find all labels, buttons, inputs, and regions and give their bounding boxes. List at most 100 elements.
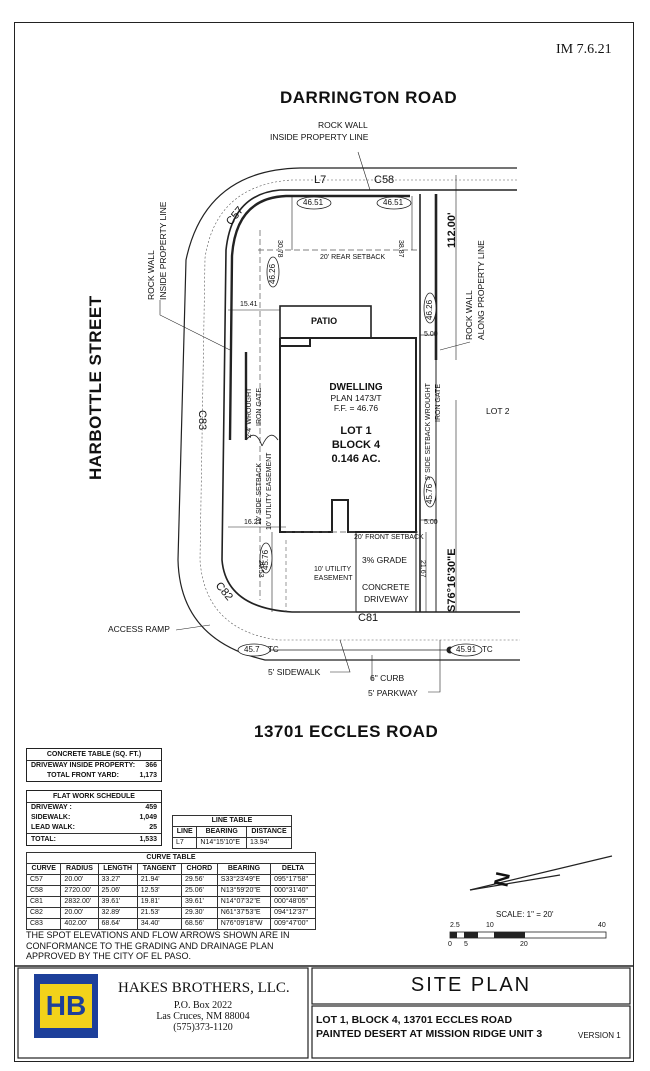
curve-cell: 2720.00' [60, 885, 99, 897]
rock-wall-top-label: ROCK WALL [318, 120, 368, 130]
drawing-border [14, 22, 634, 1062]
sheet-subtitle-line2: PAINTED DESERT AT MISSION RIDGE UNIT 3 [316, 1028, 543, 1040]
curve-cell: 25.06' [97, 885, 138, 897]
curve-cell: N14°07'32"E [216, 896, 272, 908]
line-table-title: LINE TABLE [172, 815, 292, 827]
utility-easement-line1: 10' UTILITY [314, 566, 352, 573]
curve-cell: S33°23'49"E [216, 874, 272, 886]
flat-work-label: SIDEWALK: [31, 814, 71, 821]
side-setback-right-label: 5' SIDE SETBACK [425, 421, 432, 480]
dim-38-87: 38.87 [397, 240, 404, 258]
curve-cell: 000°31'40" [270, 885, 316, 897]
dim-16-27: 16.27 [244, 519, 262, 526]
drainage-note: THE SPOT ELEVATIONS AND FLOW ARROWS SHOW… [26, 930, 290, 962]
scale-tick-bottom: 0 [448, 941, 452, 948]
label-c83: C83 [196, 410, 208, 431]
tc-left-value: 45.7 [244, 645, 260, 654]
rock-wall-top-line1: ROCK WALL [318, 120, 368, 130]
access-ramp-label: ACCESS RAMP [108, 624, 170, 634]
curve-table-header: TANGENT [136, 863, 182, 875]
drainage-note-line2: CONFORMANCE TO THE GRADING AND DRAINAGE … [26, 940, 274, 951]
wrought-gate-right-line1: WROUGHT [425, 383, 432, 420]
flat-work-row: DRIVEWAY : 459 [27, 803, 161, 813]
elevation-46-26-b: 46.26 [425, 299, 434, 320]
scale-tick-bottom: 20 [520, 941, 528, 948]
version-label: VERSION 1 [578, 1031, 621, 1040]
road-label-south: 13701 ECCLES ROAD [254, 722, 439, 741]
line-table-cell: L7 [171, 837, 198, 849]
parkway-label: 5' PARKWAY [368, 688, 418, 698]
curve-cell: 009°47'00" [270, 918, 316, 930]
line-table-header: DISTANCE [246, 826, 292, 838]
dim-30-78: 30.78 [276, 240, 283, 258]
scale-tick-bottom: 5 [464, 941, 468, 948]
utility-easement-left-label: 10' UTILITY EASEMENT [266, 452, 273, 530]
line-table-cell: 13.94' [246, 837, 292, 849]
curve-cell: 29.30' [180, 907, 218, 919]
curve-cell: 25.06' [180, 885, 218, 897]
rock-wall-right-line1: ROCK WALL [464, 290, 474, 340]
flat-work-row: SIDEWALK: 1,049 [27, 813, 161, 823]
company-name: HAKES BROTHERS, LLC. [118, 980, 290, 996]
lot-number: LOT 1 [340, 425, 372, 437]
curve-table-row: C57 20.00' 33.27' 21.94' 29.56' S33°23'4… [25, 874, 316, 886]
concrete-row: TOTAL FRONT YARD: 1,173 [27, 771, 161, 781]
curve-table-header: DELTA [270, 863, 316, 875]
curve-table-row: C81 2832.00' 39.61' 19.81' 39.61' N14°07… [25, 896, 316, 908]
dim-5-00-b: 5.00 [424, 519, 438, 526]
line-table-header: BEARING [196, 826, 248, 838]
curve-cell: C81 [25, 896, 62, 908]
curve-cell: C82 [25, 907, 62, 919]
dim-20-53: 20.53 [257, 560, 264, 578]
elevation-46-26-a: 46.26 [268, 263, 277, 284]
curve-cell: C57 [25, 874, 62, 886]
curve-table-row: C83 402.00' 68.64' 34.40' 68.56' N76°09'… [25, 918, 316, 930]
curve-cell: 33.27' [97, 874, 138, 886]
curve-table-header: CURVE [25, 863, 62, 875]
company-address-line1: P.O. Box 2022 [173, 1000, 233, 1011]
curve-cell: 402.00' [60, 918, 99, 930]
sidewalk-label: 5' SIDEWALK [268, 667, 321, 677]
tc-left-suffix: TC [268, 645, 279, 654]
lot-acreage: 0.146 AC. [331, 453, 381, 465]
concrete-row-label: TOTAL FRONT YARD: [47, 772, 119, 779]
dim-5-00-a: 5.00 [424, 331, 438, 338]
scale-label: SCALE: 1" = 20' [496, 910, 554, 919]
curve-cell: 39.61' [97, 896, 138, 908]
side-setback-left-label: 10' SIDE SETBACK [256, 462, 263, 525]
dwelling-plan: PLAN 1473/T [330, 393, 382, 403]
line-table-row: L7 N14°15'10"E 13.94' [171, 837, 292, 849]
dwelling-ff: F.F. = 46.76 [333, 403, 379, 413]
rock-wall-left-line2: INSIDE PROPERTY LINE [158, 201, 168, 300]
concrete-table-title: CONCRETE TABLE (SQ. FT.) [27, 749, 161, 761]
grade-label: 3% GRADE [362, 555, 407, 565]
curve-cell: 21.53' [136, 907, 182, 919]
curve-cell: 094°12'37" [270, 907, 316, 919]
curve-table-header: RADIUS [60, 863, 99, 875]
scale-tick-top: 10 [486, 922, 494, 929]
flat-work-label: DRIVEWAY : [31, 804, 72, 811]
curve-cell: N61°37'53"E [216, 907, 272, 919]
scale-tick-top: 2.5 [450, 922, 460, 929]
company-logo-mark: HB [40, 984, 92, 1028]
lot-block: BLOCK 4 [331, 439, 381, 451]
dwelling-title: DWELLING [329, 382, 383, 393]
line-table-grid: LINE TABLE LINE BEARING DISTANCE L7 N14°… [171, 815, 292, 849]
tc-right-suffix: TC [482, 645, 493, 654]
tc-right-value: 45.91 [456, 645, 477, 654]
rock-wall-left-line1: ROCK WALL [146, 250, 156, 300]
sheet-title: SITE PLAN [410, 974, 532, 996]
flat-work-value: 1,049 [139, 814, 157, 821]
driveway-line1: CONCRETE [362, 582, 410, 592]
curve-cell: C58 [25, 885, 62, 897]
concrete-table: CONCRETE TABLE (SQ. FT.) DRIVEWAY INSIDE… [26, 748, 162, 782]
company-logo: HB [34, 974, 98, 1038]
curve-cell: 19.81' [136, 896, 182, 908]
dwelling-label: DWELLING PLAN 1473/T F.F. = 46.76 [316, 382, 396, 413]
company-address-line3: (575)373-1120 [173, 1022, 233, 1033]
flat-work-row: LEAD WALK: 25 [27, 823, 161, 834]
curve-cell: 20.00' [60, 874, 99, 886]
flat-work-value: 25 [149, 824, 157, 831]
concrete-row-label: DRIVEWAY INSIDE PROPERTY: [31, 762, 136, 769]
